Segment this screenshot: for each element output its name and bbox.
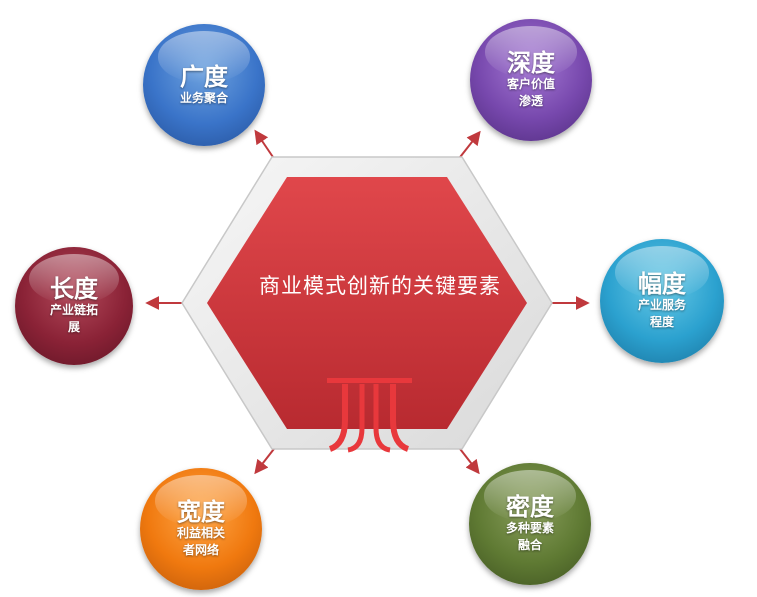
node-title: 幅度	[638, 270, 686, 298]
node-shendu: 深度 客户价值渗透	[470, 19, 592, 141]
node-subtitle: 客户价值渗透	[506, 77, 555, 108]
center-title: 商业模式创新的关键要素	[259, 274, 501, 298]
node-subtitle: 利益相关者网络	[176, 526, 225, 557]
node-kuandu: 宽度 利益相关者网络	[140, 468, 262, 590]
node-subtitle: 产业服务程度	[637, 298, 686, 329]
node-subtitle: 业务聚合	[179, 90, 228, 105]
node-guangdu: 广度 业务聚合	[143, 24, 265, 146]
logo-mark	[327, 378, 412, 453]
center-hexagon	[207, 177, 527, 429]
node-title: 密度	[506, 493, 554, 521]
node-changdu: 长度 产业链拓展	[15, 247, 133, 365]
node-midu: 密度 多种要素融合	[469, 463, 591, 585]
node-title: 长度	[50, 275, 98, 303]
node-title: 宽度	[177, 498, 225, 526]
node-subtitle: 多种要素融合	[505, 521, 554, 552]
node-subtitle: 产业链拓展	[49, 303, 98, 334]
node-fudu: 幅度 产业服务程度	[600, 239, 724, 363]
node-title: 广度	[180, 62, 228, 91]
node-title: 深度	[507, 49, 555, 77]
